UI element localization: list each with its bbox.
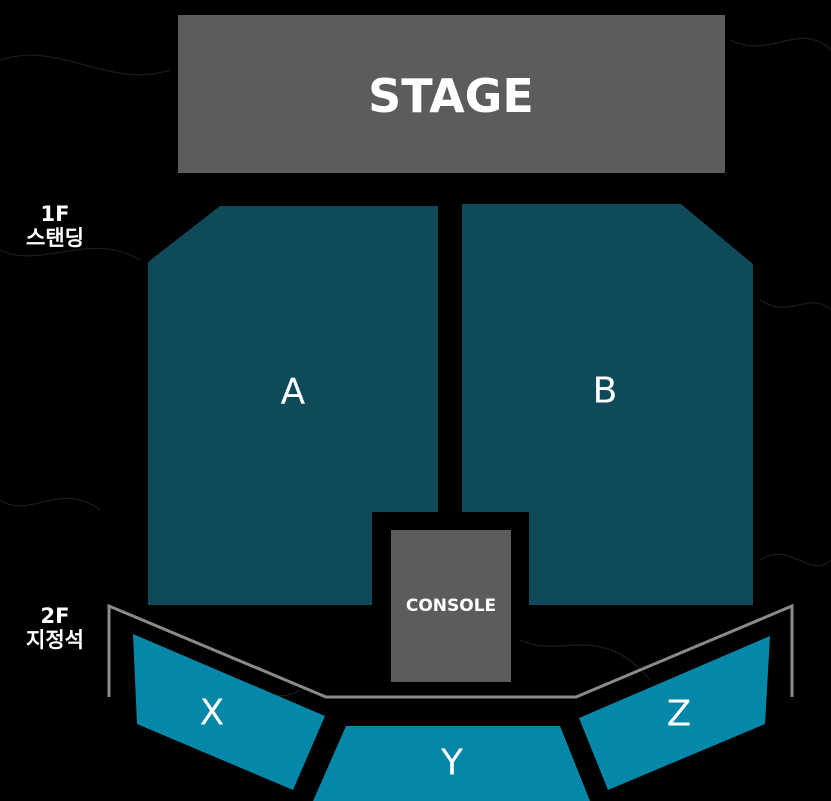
stage-block	[178, 15, 725, 173]
second-floor-label: 2F 지정석	[10, 604, 100, 652]
section-z-seated[interactable]	[579, 636, 770, 790]
section-y-seated[interactable]	[313, 726, 590, 801]
section-z-label: Z	[667, 694, 692, 735]
console-label: CONSOLE	[406, 596, 496, 616]
first-floor-type: 스탠딩	[26, 226, 84, 250]
first-floor-label: 1F 스탠딩	[10, 202, 100, 250]
second-floor-type: 지정석	[26, 628, 84, 652]
section-x-label: X	[200, 693, 225, 734]
first-floor-number: 1F	[40, 202, 70, 226]
background-texture	[0, 37, 831, 697]
second-floor-outline	[107, 603, 794, 699]
section-b-label: B	[593, 371, 618, 412]
console-block	[391, 530, 511, 682]
second-floor-number: 2F	[40, 604, 70, 628]
section-x-seated[interactable]	[133, 634, 325, 790]
stage-label: STAGE	[368, 69, 534, 123]
section-b-standing[interactable]	[462, 204, 753, 605]
section-a-standing[interactable]	[148, 206, 438, 605]
section-y-label: Y	[440, 743, 464, 784]
section-a-label: A	[281, 372, 306, 413]
